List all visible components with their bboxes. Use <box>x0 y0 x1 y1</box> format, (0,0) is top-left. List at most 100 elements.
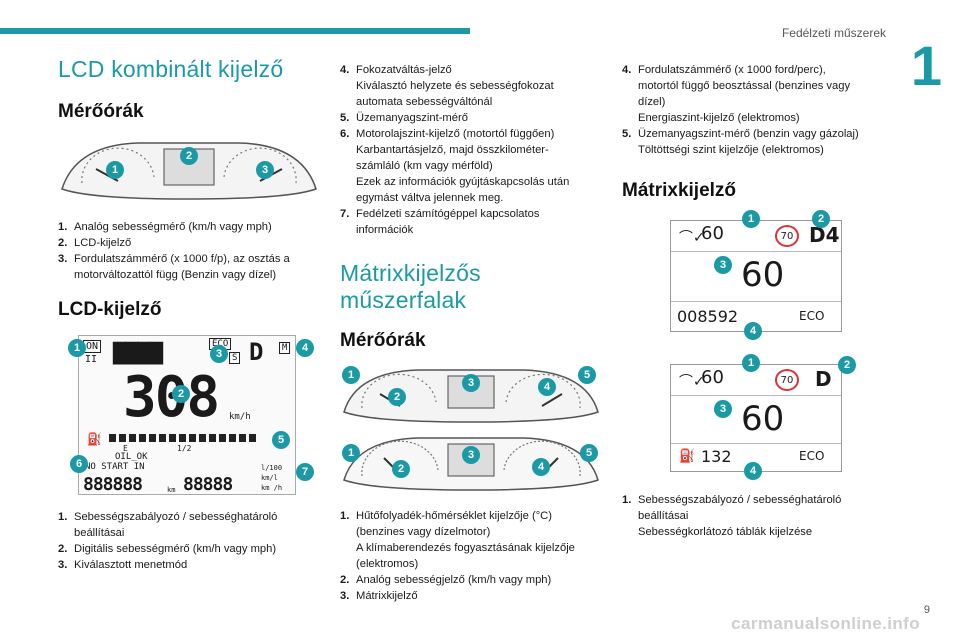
callout-badge: 1 <box>742 354 760 372</box>
lcd-s: S <box>229 352 241 364</box>
figure-matrix-cluster-2: 1 2 3 4 5 <box>340 434 602 494</box>
list-item: 3.Mátrixkijelző <box>340 590 418 602</box>
cluster-drawing <box>343 437 599 491</box>
cluster-drawing <box>61 142 317 200</box>
lcd-unit-kml: km/l <box>261 474 278 482</box>
lcd-display-list-continued: 4.Fokozatváltás-jelző Kiválasztó helyzet… <box>340 62 608 238</box>
column-3: 4.Fordulatszámmérő (x 1000 ford/perc), m… <box>622 62 892 540</box>
speed-limit-sign: 70 <box>775 225 799 247</box>
list-item: 1.Sebességszabályozó / sebességhatároló … <box>58 511 278 539</box>
lcd-kmh: km/h <box>229 412 251 422</box>
callout-badge: 1 <box>342 444 360 462</box>
watermark: carmanualsonline.info <box>731 614 920 633</box>
callout-badge: 5 <box>272 431 290 449</box>
lcd-gear: D <box>249 338 264 366</box>
callout-badge: 1 <box>342 366 360 384</box>
list-item: 7.Fedélzeti számítógéppel kapcsolatos in… <box>340 208 540 236</box>
lcd-e: E <box>123 444 128 453</box>
lcd-odo1: 888888 <box>83 474 143 495</box>
drive-mode: ECO <box>799 449 825 463</box>
header-title: Fedélzeti műszerek <box>781 26 886 40</box>
fuel-pump-icon: ⛽ <box>87 432 102 446</box>
list-item: 2.LCD-kijelző <box>58 237 132 249</box>
lcd-nostart: NO START IN <box>85 462 145 472</box>
callout-badge: 4 <box>538 378 556 396</box>
callout-badge: 5 <box>578 366 596 384</box>
callout-badge: 2 <box>172 385 190 403</box>
list-item: 3.Kiválasztott menetmód <box>58 559 188 571</box>
page-number: 9 <box>923 604 930 616</box>
callout-badge: 2 <box>388 388 406 406</box>
list-item: 5.Üzemanyagszint-mérő <box>340 112 468 124</box>
cruise-icon: ⌒✓ <box>679 374 705 390</box>
list-item: 6.Motorolajszint-kijelző (motortól függő… <box>340 128 570 204</box>
matrix-display-list: 1.Sebességszabályozó / sebességhatároló … <box>622 492 892 540</box>
cruise-speed: 60 <box>701 367 724 388</box>
subheading-matrix-display: Mátrixkijelző <box>622 180 737 201</box>
matrix-gauges-list: 1.Hűtőfolyadék-hőmérséklet kijelzője (°C… <box>340 508 608 604</box>
fuel-gauge-bar <box>109 434 259 442</box>
callout-badge: 2 <box>180 147 198 165</box>
digital-speed: 60 <box>741 255 785 295</box>
callout-badge: 2 <box>838 356 856 374</box>
callout-badge: 7 <box>296 463 314 481</box>
list-item: 2.Digitális sebességmérő (km/h vagy mph) <box>58 543 277 555</box>
lcd-m: M <box>279 342 291 354</box>
callout-badge: 2 <box>812 210 830 228</box>
callout-badge: 5 <box>580 444 598 462</box>
chapter-number: 1 <box>910 34 942 97</box>
list-item: 1.Analóg sebességmérő (km/h vagy mph) <box>58 221 272 233</box>
figure-matrix-display-1: ⌒✓ 60 70 D4 60 008592 ECO 1 2 3 4 <box>662 210 862 340</box>
callout-badge: 3 <box>714 256 732 274</box>
figure-matrix-cluster-1: 1 2 3 4 5 <box>340 366 602 428</box>
callout-badge: 2 <box>392 460 410 478</box>
matrix-gauges-list-continued: 4.Fordulatszámmérő (x 1000 ford/perc), m… <box>622 62 892 158</box>
column-2: 4.Fokozatváltás-jelző Kiválasztó helyzet… <box>340 62 608 604</box>
subheading-lcd-display: LCD-kijelző <box>58 299 162 320</box>
drive-mode: ECO <box>799 309 825 323</box>
lcd-odo2: 88888 <box>183 474 233 495</box>
digital-speed: 60 <box>741 399 785 439</box>
section-title-lcd-combined: LCD kombinált kijelző <box>58 56 284 82</box>
lcd-ii: II <box>85 354 98 365</box>
gear-indicator: D <box>815 367 832 391</box>
cruise-icon: ⌒✓ <box>679 230 705 246</box>
column-1: LCD kombinált kijelző Mérőórák 1 2 3 1.A… <box>58 56 320 573</box>
list-item: 3.Fordulatszámmérő (x 1000 f/p), az oszt… <box>58 253 290 281</box>
lcd-speed: 308 <box>123 365 220 430</box>
list-item: 1.Hűtőfolyadék-hőmérséklet kijelzője (°C… <box>340 510 575 570</box>
list-item: 5.Üzemanyagszint-mérő (benzin vagy gázol… <box>622 128 859 156</box>
callout-badge: 4 <box>296 339 314 357</box>
callout-badge: 6 <box>70 455 88 473</box>
cluster-drawing <box>343 369 599 423</box>
odometer: 008592 <box>677 307 739 326</box>
figure-lcd-display: ON II ▇▇▇▇ ECO S D M 308 km/h ⛽ 1/2 E OI… <box>68 335 314 495</box>
lcd-display-list: 1.Sebességszabályozó / sebességhatároló … <box>58 509 320 573</box>
callout-badge: 3 <box>210 345 228 363</box>
list-item: 2.Analóg sebességjelző (km/h vagy mph) <box>340 574 552 586</box>
callout-badge: 3 <box>462 446 480 464</box>
fuel-pump-icon: ⛽ <box>679 449 696 464</box>
speed-limit-sign: 70 <box>775 369 799 391</box>
callout-badge: 4 <box>744 322 762 340</box>
callout-badge: 3 <box>462 374 480 392</box>
figure-lcd-cluster: 1 2 3 <box>58 137 320 205</box>
subheading-gauges-matrix: Mérőórák <box>340 330 426 351</box>
gauges-list: 1.Analóg sebességmérő (km/h vagy mph) 2.… <box>58 219 320 283</box>
section-title-matrix: Mátrixkijelzős műszerfalak <box>340 260 481 313</box>
range-value: 132 <box>701 447 732 466</box>
callout-badge: 1 <box>68 339 86 357</box>
lcd-unit-l100: l/100 <box>261 464 283 472</box>
cruise-speed: 60 <box>701 223 724 244</box>
figure-matrix-display-2: ⌒✓ 60 70 D 60 ⛽ 132 ECO 1 2 3 4 <box>662 354 862 480</box>
list-item: 1.Sebességszabályozó / sebességhatároló … <box>622 494 842 538</box>
callout-badge: 3 <box>256 161 274 179</box>
lcd-unit-kmh: km /h <box>261 484 283 492</box>
header-accent-bar <box>0 28 470 34</box>
callout-badge: 1 <box>106 161 124 179</box>
callout-badge: 1 <box>742 210 760 228</box>
list-item: 4.Fokozatváltás-jelző Kiválasztó helyzet… <box>340 64 554 108</box>
callout-badge: 3 <box>714 400 732 418</box>
list-item: 4.Fordulatszámmérő (x 1000 ford/perc), m… <box>622 64 851 124</box>
lcd-km: km <box>167 486 176 494</box>
